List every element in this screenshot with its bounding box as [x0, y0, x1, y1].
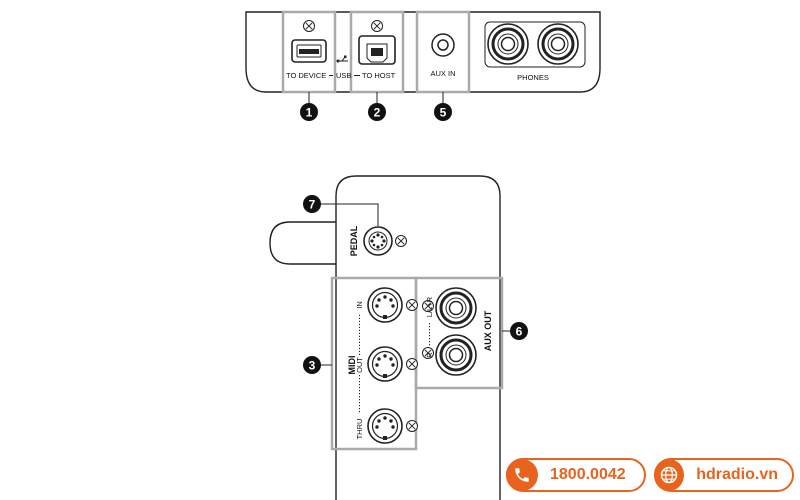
top-panel: TO DEVICE USB TO HOST AUX IN PHONES 1 2 …: [245, 10, 601, 121]
midi-in-label: IN: [355, 301, 364, 309]
svg-text:2: 2: [374, 106, 381, 120]
usb-label: USB: [336, 71, 351, 80]
midi-in-connector: [367, 287, 403, 323]
phones-jacks: [484, 21, 586, 68]
screw-icon: [406, 299, 418, 311]
svg-text:1: 1: [306, 106, 313, 120]
callout-1: 1: [300, 103, 318, 121]
hotline-number: 1800.0042: [550, 466, 626, 483]
svg-text:5: 5: [440, 106, 447, 120]
screw-icon: [395, 235, 407, 247]
aux-out-l-jack: [434, 286, 478, 330]
usb-icon: [336, 55, 348, 63]
hotline-badge[interactable]: 1800.0042: [506, 458, 646, 492]
screw-icon: [406, 420, 418, 432]
frame-aux-out: [414, 276, 504, 390]
aux-in-label: AUX IN: [430, 69, 455, 78]
callout-5: 5: [434, 103, 452, 121]
usb-to-host-port: [358, 35, 396, 65]
midi-thru-label: THRU: [355, 419, 364, 440]
aux-in-jack: [431, 33, 455, 57]
pedal-cable-housing: [269, 221, 336, 265]
svg-text:3: 3: [309, 359, 316, 373]
aux-out-l-label: L/L+R: [425, 296, 434, 317]
svg-text:6: 6: [516, 325, 523, 339]
usb-to-device-port: [291, 39, 327, 63]
screw-icon: [406, 358, 418, 370]
bottom-panel-body: [335, 175, 501, 500]
callout-6: 6: [510, 322, 528, 340]
aux-out-label: AUX OUT: [483, 310, 493, 351]
svg-text:7: 7: [309, 198, 316, 212]
screw-icon: [303, 20, 315, 32]
screw-icon: [371, 20, 383, 32]
phone-icon: [506, 459, 538, 491]
globe-icon: [654, 459, 685, 491]
midi-thru-connector: [367, 408, 403, 444]
midi-label: MIDI: [347, 356, 357, 375]
midi-out-label: OUT: [355, 357, 364, 373]
to-device-label: TO DEVICE: [286, 71, 326, 80]
callout-2: 2: [368, 103, 386, 121]
bottom-panel: PEDAL IN OUT THRU MIDI L/L+R R AUX OUT: [269, 175, 528, 500]
pedal-label: PEDAL: [349, 225, 359, 256]
phones-label: PHONES: [517, 73, 549, 82]
aux-out-r-jack: [434, 333, 478, 377]
website-badge[interactable]: hdradio.vn: [654, 458, 794, 492]
callout-3: 3: [303, 356, 321, 374]
callout-7: 7: [303, 195, 321, 213]
to-host-label: TO HOST: [362, 71, 396, 80]
aux-out-r-label: R: [425, 352, 434, 358]
midi-out-connector: [367, 346, 403, 382]
website-url: hdradio.vn: [696, 466, 778, 483]
pedal-connector: [363, 226, 393, 256]
